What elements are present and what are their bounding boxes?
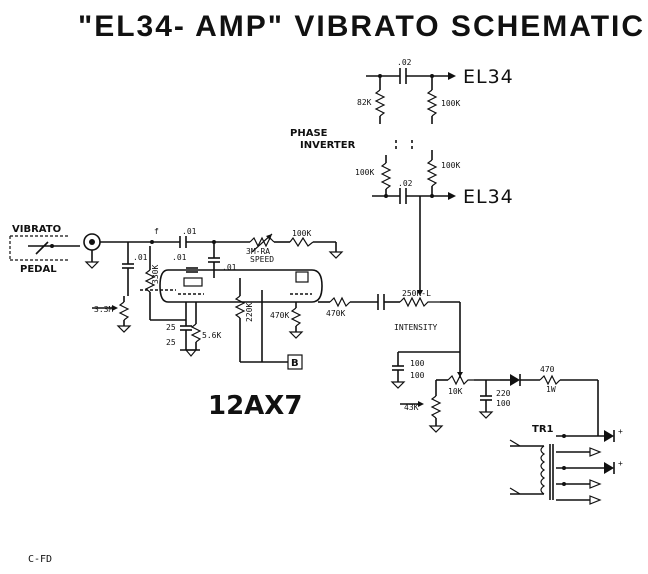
label-r-100k-right: 100K (441, 161, 460, 170)
label-r-100k-top: 100K (441, 99, 460, 108)
label-speed-pot: 3M-RA (246, 247, 270, 256)
label-node-f: f (154, 227, 159, 236)
node-b-label: B (291, 358, 299, 369)
label-r-10k: 10K (448, 387, 463, 396)
svg-text:+: + (618, 459, 623, 468)
label-c-pi-top: .02 (397, 58, 412, 67)
transformer-section: TR1 + + (509, 424, 623, 505)
label-speed: SPEED (250, 255, 274, 264)
label-c-100-a: 100 (410, 359, 425, 368)
label-r-82k: 82K (357, 98, 372, 107)
label-r-470k-series: 470K (326, 309, 345, 318)
phase-inverter-section: .02 EL34 82K 100K PHASE INVERTER 100K 10… (290, 58, 514, 290)
el34-bottom-label: EL34 (463, 186, 514, 208)
el34-top-label: EL34 (463, 66, 514, 88)
svg-text:+: + (618, 427, 623, 436)
label-r-3-3m: 3.3M (94, 305, 113, 314)
footer-credit: C-FD (28, 554, 52, 565)
label-intensity-pot: 250K-L (402, 289, 431, 298)
label-r-470k-cathode: 470K (270, 311, 289, 320)
label-r-470: 470 (540, 365, 555, 374)
label-c-25-b: 25 (166, 338, 176, 347)
schematic-title: "EL34- AMP" VIBRATO SCHEMATIC (78, 10, 645, 43)
label-c-100-b: 100 (410, 371, 425, 380)
phase-label: PHASE (290, 128, 328, 139)
label-r-330k: 330K (151, 265, 160, 284)
label-c-25-a: 25 (166, 323, 176, 332)
label-r-43k: 43K (404, 403, 419, 412)
label-c-01-input: .01 (182, 227, 197, 236)
intensity-section: 250K-L INTENSITY 100 100 10K 43K (390, 289, 599, 436)
label-c-pi-bottom: .02 (398, 179, 413, 188)
label-c-01-mid: .01 (222, 263, 237, 272)
label-r-5-6k: 5.6K (202, 331, 221, 340)
label-r-1w: 1W (546, 385, 556, 394)
label-r-220k: 220K (245, 303, 254, 322)
label-c-220: 220 (496, 389, 511, 398)
label-c-01-grid: .01 (172, 253, 187, 262)
inverter-label: INVERTER (300, 140, 356, 151)
oscillator-section: .01 f 3M-RA SPEED 100K .01 .01 .01 (92, 227, 400, 421)
label-intensity: INTENSITY (394, 323, 438, 332)
label-r-100k-plate: 100K (292, 229, 311, 238)
pedal-label-top: VIBRATO (12, 224, 61, 235)
label-c-01-left: .01 (133, 253, 148, 262)
transformer-label: TR1 (532, 424, 554, 435)
label-r-100k-left: 100K (355, 168, 374, 177)
tube-label: 12AX7 (208, 391, 302, 421)
vibrato-pedal-jack: VIBRATO PEDAL (9, 224, 130, 275)
pedal-label-bottom: PEDAL (20, 264, 57, 275)
label-c-100-c: 100 (496, 399, 511, 408)
